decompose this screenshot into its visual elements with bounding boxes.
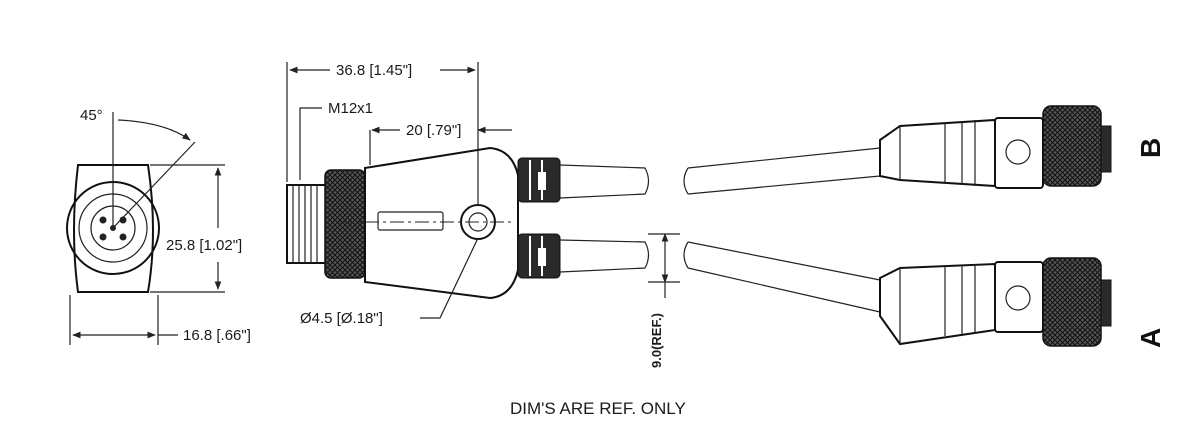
spacing-ref-label: 9.0(REF.) xyxy=(649,313,664,368)
cables xyxy=(683,147,881,313)
connector-b xyxy=(879,105,1112,189)
side-view xyxy=(286,62,680,319)
connector-a xyxy=(879,257,1112,347)
height-dimension-label: 25.8 [1.02"] xyxy=(166,237,242,254)
hole-diameter-label: Ø4.5 [Ø.18"] xyxy=(300,310,383,327)
reference-note: DIM'S ARE REF. ONLY xyxy=(510,399,686,418)
front-view xyxy=(66,112,225,345)
width-dimension-label: 16.8 [.66"] xyxy=(183,327,251,344)
branch-a-label: A xyxy=(1135,328,1166,348)
angle-label: 45° xyxy=(80,107,103,124)
thread-label: M12x1 xyxy=(328,100,373,117)
offset-dimension-label: 20 [.79"] xyxy=(406,122,461,139)
branch-b-label: B xyxy=(1135,138,1166,158)
overall-length-label: 36.8 [1.45"] xyxy=(336,62,412,79)
